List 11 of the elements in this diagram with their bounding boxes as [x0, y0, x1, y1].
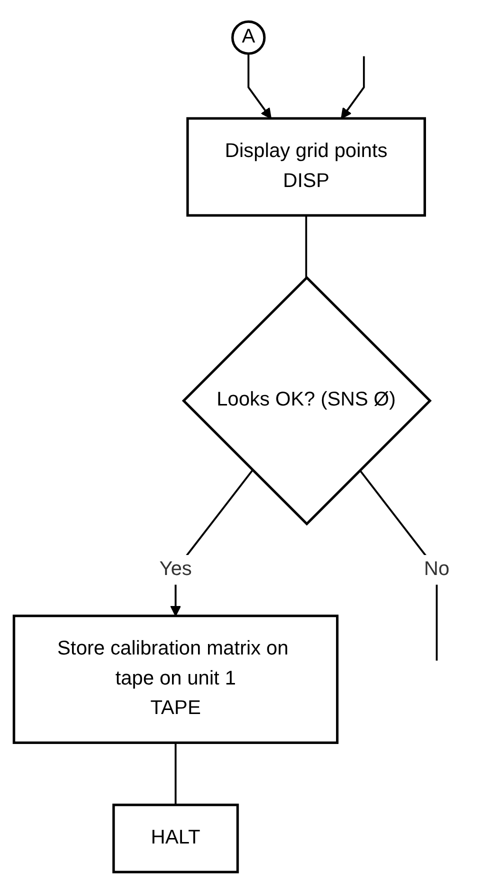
node-box: HALT: [112, 804, 239, 874]
node-circle: A: [231, 20, 266, 55]
node-diamond: Looks OK? (SNS Ø): [182, 276, 432, 526]
edge-label: Yes: [159, 558, 192, 580]
node-box: Store calibration matrix on tape on unit 1 TAPE: [12, 614, 338, 744]
node-box: Display grid points DISP: [186, 117, 426, 217]
arrow: [340, 56, 365, 119]
edge-label: No: [424, 558, 450, 580]
connector: [305, 215, 308, 278]
connector: [174, 742, 177, 805]
arrow: [248, 54, 272, 119]
